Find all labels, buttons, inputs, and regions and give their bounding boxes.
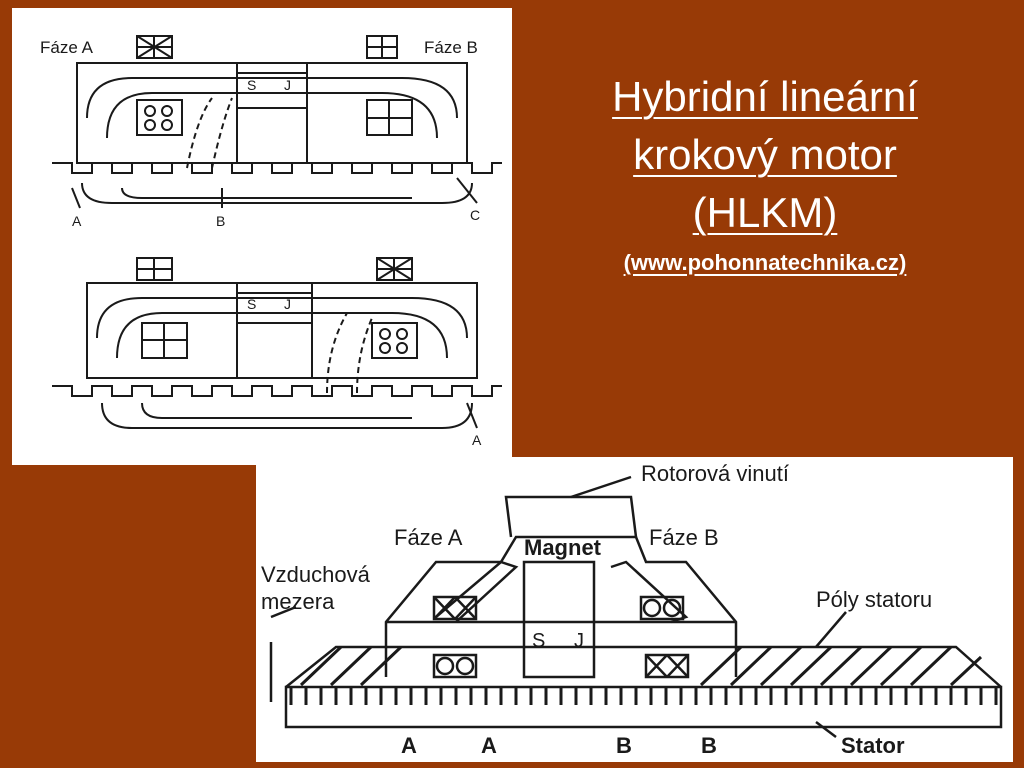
flux-paths-diagram: Fáze A Fáze B S J S J A B C A	[40, 35, 502, 448]
upper-stator-teeth	[52, 162, 502, 174]
title-line-1: Hybridní lineární	[612, 73, 918, 120]
pole-s-label: S	[532, 630, 545, 652]
slide-title: Hybridní lineární krokový motor (HLKM) (…	[540, 68, 990, 276]
tooth-label-a2: A	[481, 733, 497, 758]
lower-flux-outer	[96, 297, 468, 339]
upper-pointer-b: B	[216, 213, 225, 229]
rotor-body	[384, 535, 738, 677]
lower-flux-dashed	[326, 312, 348, 394]
tooth-label-b2: B	[701, 733, 717, 758]
stator-pole-surface	[285, 645, 1002, 688]
pole-j-label: J	[574, 630, 584, 652]
phase-a-label: Fáze A	[394, 525, 463, 550]
stator-pole-hatching	[299, 645, 983, 687]
top-diagram-panel: Fáze A Fáze B S J S J A B C A	[12, 8, 512, 465]
upper-flux-return	[81, 182, 473, 204]
title-line-3: (HLKM)	[692, 189, 838, 236]
stator-teeth	[289, 687, 998, 705]
rotor-windings-label: Rotorová vinutí	[641, 461, 789, 486]
lower-flux-return	[101, 402, 473, 429]
upper-coil-a	[136, 99, 183, 136]
upper-pointer-c: C	[470, 207, 480, 223]
air-gap-label-line-2: mezera	[261, 589, 335, 614]
phase-b-winding	[610, 560, 689, 624]
rotor-top	[504, 495, 638, 538]
lower-coil-cross	[644, 653, 690, 679]
upper-phase-a-label: Fáze A	[40, 38, 94, 57]
magnet-block	[522, 560, 596, 679]
upper-magnet-pole-j: J	[284, 77, 291, 93]
phase-b-coil-dots	[639, 595, 685, 621]
phase-b-label: Fáze B	[649, 525, 719, 550]
upper-flux-outer	[86, 77, 458, 119]
stator-label: Stator	[841, 733, 905, 758]
lower-magnet-pole-s: S	[247, 296, 256, 312]
stator-base	[284, 685, 1003, 729]
source-link[interactable]: (www.pohonnatechnika.cz)	[623, 250, 907, 275]
lower-pointer-a: A	[472, 432, 482, 448]
magnet-label: Magnet	[524, 535, 602, 560]
motor-structure-diagram: Rotorová vinutí Fáze A Fáze B Magnet Vzd…	[261, 461, 1003, 758]
air-gap-label-line-1: Vzduchová	[261, 562, 371, 587]
lower-magnet-pole-j: J	[284, 296, 291, 312]
bottom-diagram-panel: Rotorová vinutí Fáze A Fáze B Magnet Vzd…	[256, 457, 1013, 762]
upper-flux-dashed	[186, 97, 213, 169]
upper-pointer-a: A	[72, 213, 82, 229]
stator-poles-label: Póly statoru	[816, 587, 932, 612]
tooth-label-b1: B	[616, 733, 632, 758]
lower-core-outline	[86, 282, 478, 379]
lower-coil-b	[371, 322, 418, 359]
lower-coil-dots	[432, 653, 478, 679]
upper-phase-b-label: Fáze B	[424, 38, 478, 57]
phase-a-winding	[435, 560, 519, 623]
lower-stator-teeth	[52, 385, 502, 397]
title-line-2: krokový motor	[633, 131, 897, 178]
tooth-label-a1: A	[401, 733, 417, 758]
upper-flux-inner	[106, 92, 438, 139]
upper-magnet-pole-s: S	[247, 77, 256, 93]
